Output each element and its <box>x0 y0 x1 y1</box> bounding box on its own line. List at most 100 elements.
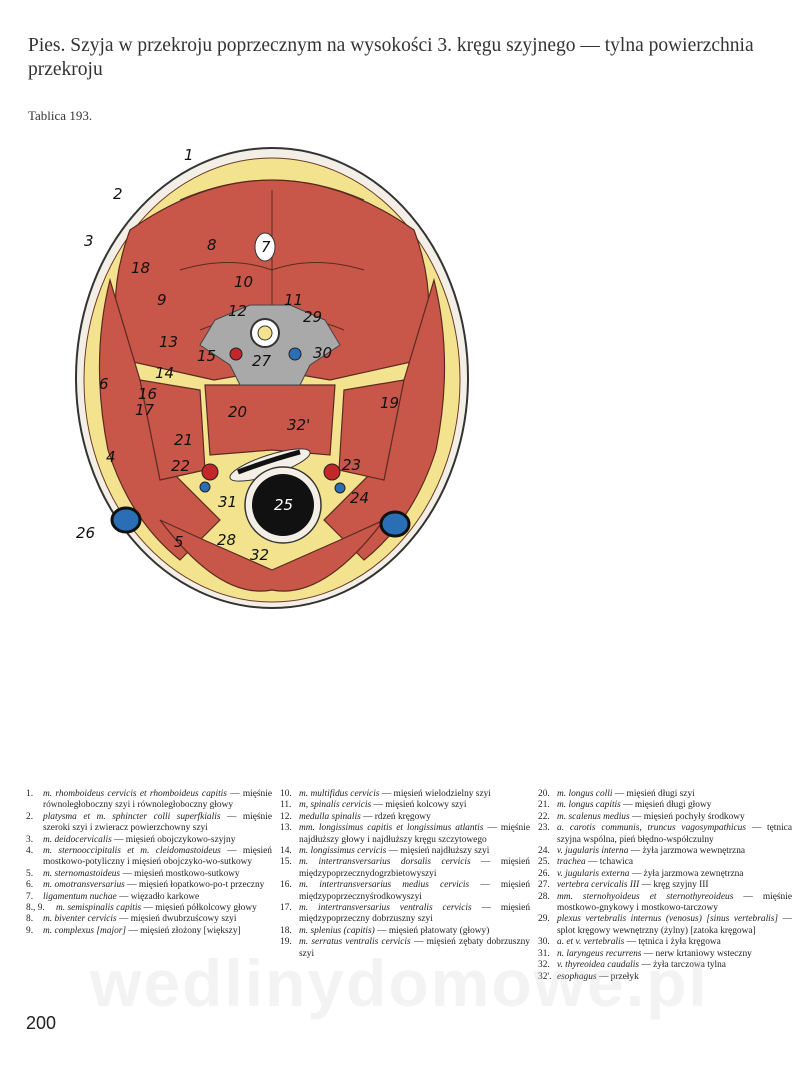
legend-number: 28. <box>538 891 550 902</box>
legend-text: mm. sternohyoideus et sternothyreoideus … <box>557 892 792 915</box>
legend-polish: rdzeń kręgowy <box>374 811 431 822</box>
figure-label: 25 <box>274 496 293 514</box>
legend-text: m. intertransversarius ventralis cervici… <box>299 903 530 926</box>
legend-polish: mięsień najdłuższy szyi <box>400 846 490 857</box>
legend-dash: — <box>377 925 387 936</box>
legend-text: m. sternomastoideus — mięsień mostkowo-s… <box>43 869 272 880</box>
figure-label: 23 <box>342 456 361 474</box>
legend-column-1: 1.m. rhomboideus cervicis et rhomboideus… <box>26 789 272 937</box>
legend-polish: żyła jarzmowa zewnętrzna <box>643 868 744 879</box>
legend-polish: mięsień półkolcowy głowy <box>155 903 257 914</box>
legend-number: 21. <box>538 800 550 811</box>
legend-polish: splot kręgowy wewnętrzny (żylny) [zatoka… <box>557 925 756 936</box>
legend-number: 2. <box>26 811 34 822</box>
legend-number: 4. <box>26 846 34 857</box>
legend-dash: — <box>641 960 651 971</box>
legend-item: 24.v. jugularis interna — żyła jarzmowa … <box>538 846 792 857</box>
plate-number: Tablica 193. <box>28 108 93 123</box>
legend-text: m, spinalis cervicis — mięsień kolcowy s… <box>299 800 530 811</box>
legend-number: 10. <box>280 789 292 799</box>
legend-text: m. intertransversarius medius cervicis —… <box>299 880 530 903</box>
legend-item: 30.a. et v. vertebralis — tętnica i żyła… <box>538 937 792 948</box>
legend-polish: tchawica <box>599 857 634 868</box>
legend-number: 8. <box>26 914 34 925</box>
legend-dash: — <box>632 811 642 822</box>
legend-text: m. multifidus cervicis — mięsień wielodz… <box>299 789 530 800</box>
legend-polish: kręg szyjny III <box>653 880 709 891</box>
page-number: 200 <box>26 1013 57 1033</box>
legend-latin: m. omotransversarius <box>43 880 125 891</box>
legend-dash: — <box>623 800 633 811</box>
legend-dash: — <box>782 914 793 925</box>
legend-item: 12.medulla spinalis — rdzeń kręgowy <box>280 812 530 823</box>
legend-item: 7.ligamentum nuchae — więzadło karkowe <box>26 892 272 903</box>
legend-latin: n. laryngeus recurrens <box>557 948 642 959</box>
legend-dash: — <box>481 903 491 914</box>
legend-latin: v. thyreoidea caudalis <box>557 960 640 971</box>
legend-dash: — <box>626 937 636 948</box>
legend-text: m. splenius (capitis) — mięsień płatowat… <box>299 926 530 937</box>
legend-polish: mięsień płatowaty (głowy) <box>388 925 490 936</box>
legend-item: 18. m. splenius (capitis) — mięsień płato… <box>280 926 530 937</box>
figure-label: 32 <box>250 546 269 564</box>
legend-latin: ligamentum nuchae <box>43 891 117 902</box>
figure-label: 6 <box>99 375 109 393</box>
legend-text: n. laryngeus recurrens — nerw krtaniowy … <box>557 949 792 960</box>
figure-label: 7 <box>261 238 271 256</box>
legend-latin: m. multifidus cervicis <box>299 789 380 799</box>
legend-dash: — <box>587 857 598 868</box>
legend-text: mm. longissimus capitis et longissimus a… <box>299 823 530 846</box>
legend-polish: mięsień pochyły środkowy <box>643 811 745 822</box>
figure-label: 30 <box>313 344 332 362</box>
legend-dash: — <box>143 903 153 914</box>
legend-number: 16. <box>280 880 292 891</box>
legend-item: 22.m. scalenus medius — mięsień pochyły … <box>538 812 792 823</box>
figure-label: 26 <box>76 524 95 542</box>
legend-item: 32'.esophagus — przełyk <box>538 972 792 983</box>
legend-text: v. thyreoidea caudalis — żyła tarczowa t… <box>557 960 792 971</box>
legend-number: 20. <box>538 789 550 799</box>
legend-item: 25.trachea — tchawica <box>538 857 792 868</box>
legend-item: 19. m. serratus ventralis cervicis — mięs… <box>280 937 530 960</box>
legend-number: 6. <box>26 880 34 891</box>
legend-text: m. biventer cervicis — mięsień dwubrzuśc… <box>43 914 272 925</box>
legend-dash: — <box>743 891 753 902</box>
legend-text: platysma et m. sphincter colli superfkia… <box>43 812 272 835</box>
figure-label: 21 <box>174 431 193 449</box>
legend-latin: v. jugularis externa <box>557 868 630 879</box>
legend-text: m. serratus ventralis cervicis — mięsień… <box>299 937 530 960</box>
legend-latin: plexus vertebralis internus (venosus) [s… <box>557 914 779 925</box>
figure-label: 32' <box>287 416 310 434</box>
legend-latin: mm. sternohyoideus et sternothyreoideus <box>557 891 734 902</box>
legend-polish: mięsień międzypoprzecznydogrzbietowyszyi <box>299 857 530 879</box>
figure-label: 17 <box>135 401 155 419</box>
legend-text: m. omotransversarius — mięsień łopatkowo… <box>43 880 272 891</box>
legend-number: 30. <box>538 937 550 948</box>
legend-number: 18. <box>280 925 292 936</box>
legend-item: 32.v. thyreoidea caudalis — żyła tarczow… <box>538 960 792 971</box>
legend-item: 10. m. multifidus cervicis — mięsień wiel… <box>280 789 530 800</box>
figure-label: 20 <box>228 403 247 421</box>
figure-label: 14 <box>155 364 174 382</box>
cross-section-illustration: 1 2 3 4 5 6 7 8 9 10 11 12 13 14 15 16 1… <box>75 146 469 609</box>
legend-item: 11.m, spinalis cervicis — mięsień kolcow… <box>280 800 530 811</box>
legend-polish: przełyk <box>610 971 639 982</box>
legend-text: medulla spinalis — rdzeń kręgowy <box>299 812 530 823</box>
legend-latin: m. intertransversarius dorsalis cervicis <box>299 857 471 868</box>
legend-item: 8., 9.m. semispinalis capitis — mięsień … <box>26 903 272 914</box>
legend-polish: mięsień kolcowy szyi <box>385 800 467 811</box>
legend-number: 19. <box>280 937 292 948</box>
legend-latin: mm. longissimus capitis et longissimus a… <box>299 823 484 834</box>
figure-label: 1 <box>184 146 194 164</box>
legend-number: 1. <box>26 789 34 799</box>
legend-latin: m. serratus ventralis cervicis <box>299 937 411 948</box>
legend-item: 28. mm. sternohyoideus et sternothyreoide… <box>538 892 792 915</box>
legend-text: ligamentum nuchae — więzadło karkowe <box>43 892 272 903</box>
legend-latin: m. longissimus cervicis <box>299 846 387 857</box>
legend-number: 13. <box>280 823 292 834</box>
legend-latin: m. sternomastoideus <box>43 868 121 879</box>
legend-dash: — <box>373 800 383 811</box>
legend-polish: żyła jarzmowa wewnętrzna <box>642 846 746 857</box>
legend-number: 31. <box>538 948 550 959</box>
